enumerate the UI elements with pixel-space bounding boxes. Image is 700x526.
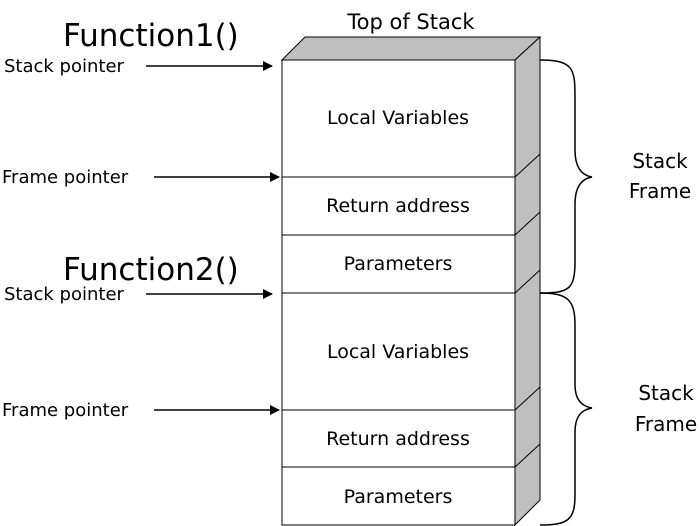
function2-return-address: Return address xyxy=(326,428,470,450)
cell-dividers xyxy=(282,176,515,468)
function1-frame-pointer-label: Frame pointer xyxy=(2,167,129,188)
top-of-stack-label: Top of Stack xyxy=(346,10,475,34)
function2-frame-pointer-label: Frame pointer xyxy=(2,400,129,421)
function2-local-variables: Local Variables xyxy=(327,341,469,363)
function1-return-address: Return address xyxy=(326,195,470,217)
function2-parameters: Parameters xyxy=(344,486,453,508)
function1-label: Function1() xyxy=(63,18,239,54)
function1-local-variables: Local Variables xyxy=(327,107,469,129)
function2-stack-pointer-label: Stack pointer xyxy=(4,284,125,305)
stack-top-face xyxy=(280,36,542,61)
function2-frame-label-line1: Stack xyxy=(638,381,694,405)
function1-parameters: Parameters xyxy=(344,253,453,275)
function1-frame-label-line1: Stack xyxy=(632,149,688,173)
function2-frame-brace xyxy=(539,292,593,526)
function1-frame-brace xyxy=(539,59,593,294)
function2-label: Function2() xyxy=(63,252,239,288)
function1-frame-label-line2: Frame xyxy=(629,179,691,203)
side-dividers xyxy=(514,153,541,468)
function2-frame-label-line2: Frame xyxy=(635,412,697,436)
function1-stack-pointer-label: Stack pointer xyxy=(4,56,125,77)
